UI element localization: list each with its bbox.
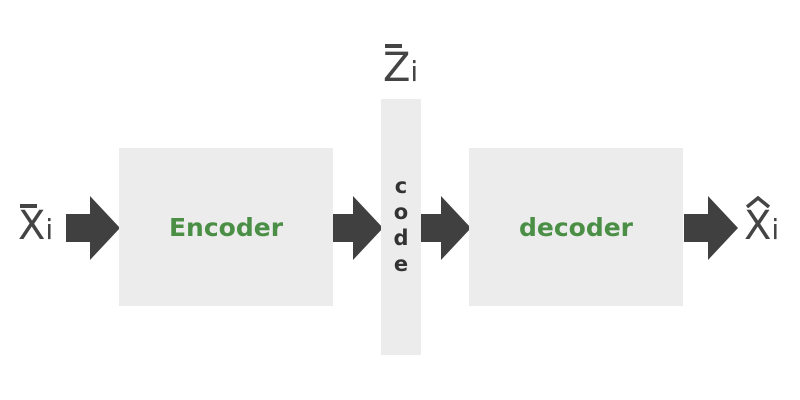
latent-symbol: Zi <box>383 44 419 91</box>
arrow-encoder-to-code <box>333 196 383 260</box>
code-letter: o <box>393 200 409 224</box>
input-symbol: Xi <box>18 203 54 249</box>
encoder-box: Encoder <box>119 148 333 306</box>
code-letter: c <box>394 174 408 198</box>
overbar <box>20 204 38 208</box>
code-bar: c o d e <box>381 99 421 355</box>
decoder-label: decoder <box>518 212 634 242</box>
arrow-code-to-decoder <box>421 196 471 260</box>
code-label: c o d e <box>381 173 421 277</box>
arrow-input-to-encoder <box>66 196 120 260</box>
input-symbol-sub: i <box>45 213 54 246</box>
arrow-decoder-to-output <box>684 196 738 260</box>
latent-symbol-sub: i <box>410 55 419 88</box>
overbar <box>385 44 403 48</box>
output-symbol-base: X <box>744 203 772 249</box>
code-letter: e <box>393 252 409 276</box>
hat-icon <box>746 196 770 208</box>
output-symbol: Xi <box>744 196 780 249</box>
output-symbol-sub: i <box>771 213 780 246</box>
code-letter: d <box>393 226 409 250</box>
encoder-label: Encoder <box>168 212 284 242</box>
input-symbol-base: X <box>18 203 46 249</box>
latent-symbol-base: Z <box>383 45 411 91</box>
decoder-box: decoder <box>469 148 683 306</box>
